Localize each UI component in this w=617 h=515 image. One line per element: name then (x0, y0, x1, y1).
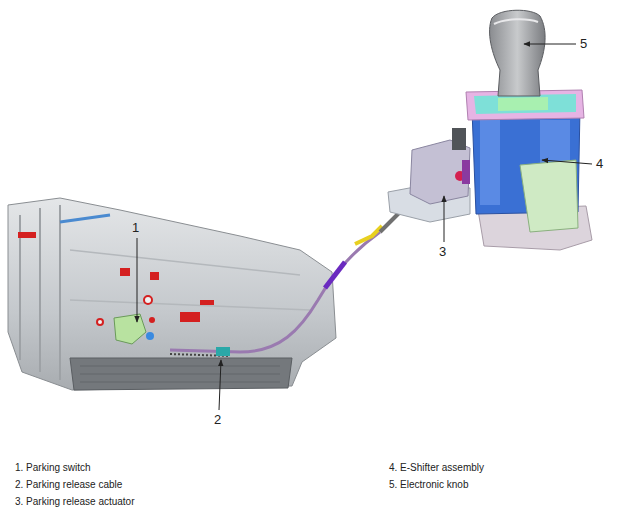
drawing-part (200, 300, 214, 305)
callout-number: 1 (132, 221, 139, 236)
callout-number: 3 (439, 245, 446, 260)
drawing-part (216, 347, 230, 356)
e-shifter-assembly (466, 90, 592, 250)
drawing-part (149, 317, 155, 323)
drawing-part (18, 232, 36, 238)
drawing-part (80, 366, 280, 382)
drawing-part (144, 296, 152, 304)
drawing-part (490, 10, 546, 96)
parking-switch (114, 314, 155, 344)
drawing-part (120, 268, 130, 276)
drawing-part (380, 212, 400, 232)
callout-number: 2 (214, 413, 221, 428)
leader-line (524, 44, 576, 45)
drawing-part (20, 205, 60, 380)
drawing-part (474, 94, 576, 114)
leader-line (542, 160, 592, 164)
drawing-part (180, 312, 200, 322)
drawing-part (70, 250, 310, 310)
parking-release-actuator (388, 128, 470, 222)
drawing-part (97, 319, 103, 325)
transmission (8, 198, 336, 390)
drawing-part (150, 272, 159, 280)
part-list-item: 5. Electronic knob (389, 479, 469, 491)
drawing-part (494, 19, 538, 24)
part-list-item: 3. Parking release actuator (15, 496, 135, 508)
part-list-item: 2. Parking release cable (15, 479, 122, 491)
electronic-knob (490, 10, 546, 96)
callout-number: 5 (580, 37, 587, 52)
leader-line (219, 360, 221, 410)
drawing-part (146, 332, 154, 340)
drawing-part (8, 198, 336, 390)
callout-number: 4 (596, 157, 603, 172)
drawing-part (355, 226, 382, 244)
drawing-part (70, 358, 292, 390)
drawing-part (60, 215, 110, 222)
drawing-part (114, 314, 146, 344)
drawing-part (325, 262, 345, 288)
leader-line (137, 238, 138, 322)
drawing-part (520, 160, 578, 232)
drawing-part (498, 97, 548, 111)
parking-release-cable (170, 212, 400, 356)
part-list-item: 4. E-Shifter assembly (389, 462, 484, 474)
leader-lines (137, 44, 592, 410)
drawing-part (462, 160, 470, 184)
drawing-part (170, 232, 380, 352)
part-list-item: 1. Parking switch (15, 462, 91, 474)
leader-line (444, 196, 445, 242)
drawing-part (452, 128, 466, 150)
